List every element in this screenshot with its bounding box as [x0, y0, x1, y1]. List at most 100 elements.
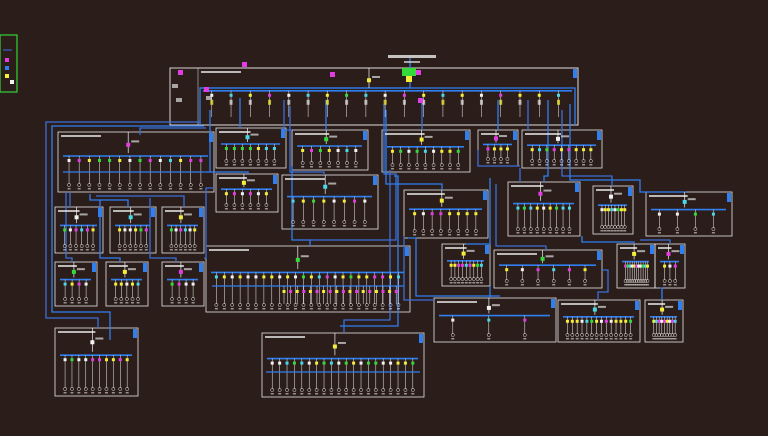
main-switchboard-tap-breaker [345, 93, 349, 97]
panel-f3-tap-breaker [668, 264, 672, 268]
panel-center-large-tap-breaker [365, 275, 369, 279]
panel-b1-tap-breaker [63, 282, 67, 286]
panel-a3-tag [199, 208, 203, 217]
panel-f2-label [620, 247, 638, 249]
panel-e4-load [471, 277, 476, 281]
panel-b2-tap-breaker [130, 282, 134, 286]
panel-e1-tag [575, 183, 579, 192]
panel-center-large-tap-2-breaker [335, 290, 339, 293]
panel-b2-load [130, 297, 135, 301]
panel-g2-tag [678, 301, 682, 310]
panel-e4-load-label [453, 282, 457, 284]
main-switchboard-tap-label [402, 99, 406, 105]
panel-c3-breaker-label [329, 135, 338, 138]
panel-a1-tag [98, 208, 102, 217]
panel-a2-load [128, 244, 133, 248]
panel-g1-tap-breaker [565, 319, 569, 323]
panel-d1-load [321, 220, 326, 224]
panel-f1-load [551, 279, 556, 283]
panel-d2-load [474, 229, 478, 233]
panel-b1-label [58, 265, 77, 267]
panel-bottom-center-tap-breaker [307, 361, 311, 365]
panel-bottom-center-tap-breaker [411, 361, 415, 365]
panel-d2-tap-breaker [413, 212, 417, 216]
panel-e2-tap-breaker [600, 208, 604, 212]
panel-a2-load-label [123, 249, 127, 251]
panel-c5-tap-breaker [499, 147, 503, 151]
panel-g1-load [594, 333, 599, 337]
panel-f2-load [645, 279, 650, 283]
panel-g2-load [659, 333, 664, 337]
panel-g1-load [599, 333, 604, 337]
panel-d2-load-label [474, 234, 478, 236]
panel-b1-tap-breaker [70, 282, 74, 286]
panel-g1-load [589, 333, 594, 337]
panel-c3-label [295, 133, 330, 135]
panel-c1-load-label [248, 164, 252, 166]
panel-center-large-load [285, 303, 290, 307]
panel-e4-load [464, 277, 469, 281]
panel-c3-tap-breaker [327, 149, 331, 152]
panel-bottom-center-tap-breaker [329, 361, 333, 365]
main-switchboard-tap-breaker [518, 93, 522, 97]
panel-left-large-tap-breaker [148, 159, 152, 162]
panel-b2-load [119, 297, 124, 301]
main-switchboard-tap-breaker [557, 93, 561, 97]
panel-c2-load [224, 203, 229, 207]
panel-d2-breaker-label [444, 196, 453, 199]
panel-g2-load-label [662, 338, 666, 340]
panel-b2-load-label [119, 302, 123, 304]
panel-e2-tap-breaker [613, 208, 617, 212]
panel-center-large-tap-breaker [333, 275, 337, 279]
panel-center-large-tap-breaker [238, 275, 242, 279]
panel-bottom-left-tap-breaker [70, 358, 74, 362]
panel-a1-load-label [63, 249, 67, 251]
panel-e4-load-label [449, 282, 453, 284]
panel-a2-load [139, 244, 143, 248]
panel-g2-tap-breaker [662, 319, 666, 323]
panel-f2-tap-breaker [643, 264, 647, 268]
panel-g1-load [570, 333, 575, 337]
panel-c4-load-label [399, 168, 403, 170]
panel-c6-load [559, 159, 564, 163]
panel-e2-load-label [616, 230, 620, 232]
panel-left-large-load-label [128, 188, 132, 190]
panel-g2-tap-breaker [665, 319, 669, 323]
panel-f1-tap-breaker [505, 268, 509, 272]
panel-g2-load [654, 333, 659, 337]
panel-e4-load [449, 277, 453, 281]
panel-f1-load [520, 279, 525, 283]
panel-d1 [281, 174, 379, 230]
main-switchboard-tap-breaker [364, 93, 368, 97]
panel-bottom-center-tap-breaker [337, 361, 341, 365]
panel-center-large-tap-breaker [230, 275, 234, 279]
panel-a2-load-label [139, 249, 143, 251]
panel-center-large-tap-2-breaker [394, 290, 398, 293]
panel-d2-tag [483, 191, 487, 200]
panel-f1-label [497, 253, 537, 255]
panel-g2-load-label [657, 338, 661, 340]
panel-center-large-load [269, 303, 274, 307]
panel-d1-load-label [363, 225, 367, 227]
panel-center-large-load [357, 303, 361, 307]
panel-left-large-tap-breaker [179, 159, 183, 162]
panel-b2-load [113, 297, 118, 301]
panel-e4-load-label [476, 282, 480, 284]
panel-f2-tap-breaker [641, 264, 645, 268]
main-switchboard-tap-breaker [268, 93, 272, 97]
panel-e3-breaker [682, 199, 687, 204]
panel-g1-tap-breaker [604, 319, 608, 323]
panel-c4-tap-breaker [456, 149, 460, 153]
panel-c2-tap-breaker [224, 192, 228, 196]
panel-center-large [205, 245, 411, 313]
panel-a2-tap-breaker [128, 228, 132, 232]
panel-bottom-center-load [344, 388, 349, 392]
main-switchboard-tap-breaker [383, 93, 387, 97]
panel-c5-label [481, 133, 499, 135]
panel-e4-tap-breaker [449, 263, 453, 267]
panel-b3-load-label [170, 302, 174, 304]
panel-c6-load [581, 159, 586, 163]
panel-g2 [644, 299, 684, 343]
panel-left-large-tap-breaker [67, 159, 71, 162]
panel-f3-tap-breaker [673, 264, 677, 268]
